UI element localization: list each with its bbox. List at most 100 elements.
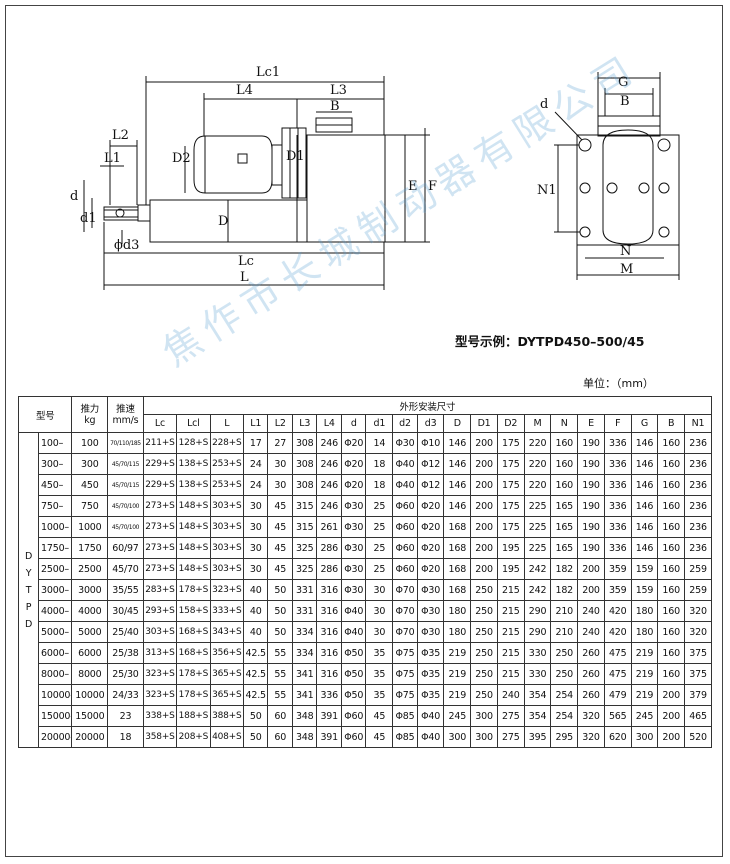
dim-cell: 388+S xyxy=(209,705,244,727)
header-dim: d2 xyxy=(392,414,418,433)
dim-cell: 303+S xyxy=(209,537,244,559)
dim-cell: 391 xyxy=(316,726,342,748)
dim-cell: 188+S xyxy=(176,705,211,727)
dim-cell: 300 xyxy=(630,726,659,748)
dim-cell: 313+S xyxy=(142,642,178,664)
bolt-hole xyxy=(657,138,671,152)
dim-cell: 250 xyxy=(470,642,498,664)
dim-cell: 359 xyxy=(603,558,632,580)
dim-cell: 168 xyxy=(443,579,472,601)
dim-cell: 358+S xyxy=(142,726,178,748)
dim-cell: Φ85 xyxy=(392,705,418,727)
bolt-hole xyxy=(658,182,670,194)
dim-cell: 300 xyxy=(470,705,498,727)
dim-cell: 240 xyxy=(496,684,525,706)
dim-cell: 250 xyxy=(550,663,579,685)
header-dim: M xyxy=(523,414,552,433)
dim-cell: 195 xyxy=(496,558,525,580)
dim-cell: 259 xyxy=(684,558,712,580)
dim-cell: 160 xyxy=(657,579,686,601)
dim-cell: 250 xyxy=(470,621,498,643)
dim-cell: Φ35 xyxy=(416,684,445,706)
dim-cell: 336 xyxy=(603,537,632,559)
dim-cell: 178+S xyxy=(176,684,211,706)
dim-cell: Φ30 xyxy=(416,579,445,601)
dim-cell: 175 xyxy=(496,516,525,538)
rod-end xyxy=(103,206,139,221)
model-cell: 1000– xyxy=(38,516,73,538)
dim-cell: 17 xyxy=(242,432,269,454)
dim-cell: 215 xyxy=(496,579,525,601)
dim-cell: 236 xyxy=(684,537,712,559)
dim-cell: 35 xyxy=(365,642,394,664)
dim-cell: 336 xyxy=(603,432,632,454)
dim-cell: 220 xyxy=(523,432,552,454)
dim-cell: 190 xyxy=(577,516,605,538)
dim-cell: 320 xyxy=(684,600,712,622)
dim-cell: Φ40 xyxy=(340,621,367,643)
header-model: 型号 xyxy=(17,396,73,433)
dim-cell: 219 xyxy=(443,684,472,706)
dim-cell: 200 xyxy=(470,474,498,496)
force-cell: 450 xyxy=(71,474,109,496)
dim-cell: 225 xyxy=(523,537,552,559)
dim-cell: 160 xyxy=(657,600,686,622)
dim-cell: 316 xyxy=(316,663,342,685)
dim-cell: 475 xyxy=(603,642,632,664)
header-dim: L4 xyxy=(316,414,342,433)
dim-cell: Φ30 xyxy=(340,495,367,517)
dim-cell: 42.5 xyxy=(242,684,269,706)
header-dim: N1 xyxy=(684,414,712,433)
header-dim: E xyxy=(577,414,605,433)
dim-cell: 45 xyxy=(267,537,293,559)
label-l3: L3 xyxy=(330,83,347,98)
dim-cell: 160 xyxy=(657,453,686,475)
dim-cell: 333+S xyxy=(209,600,244,622)
dim-cell: 236 xyxy=(684,432,712,454)
bolt-hole xyxy=(658,226,670,238)
dim-cell: 250 xyxy=(470,684,498,706)
dim-cell: 315 xyxy=(291,516,318,538)
speed-cell: 25/40 xyxy=(107,621,144,643)
dim-cell: 168+S xyxy=(176,621,211,643)
dim-cell: 336 xyxy=(603,516,632,538)
dim-cell: 178+S xyxy=(176,579,211,601)
dim-cell: 168 xyxy=(443,537,472,559)
label-l1: L1 xyxy=(104,151,121,166)
dim-cell: 320 xyxy=(577,705,605,727)
bolt-hole xyxy=(638,182,650,194)
speed-cell: 25/38 xyxy=(107,642,144,664)
dim-cell: Φ40 xyxy=(392,453,418,475)
dim-cell: Φ60 xyxy=(392,516,418,538)
dim-cell: 236 xyxy=(684,453,712,475)
model-cell: 5000– xyxy=(38,621,73,643)
dim-cell: 273+S xyxy=(142,537,178,559)
page-frame xyxy=(5,5,723,857)
dim-cell: 273+S xyxy=(142,495,178,517)
dim-cell: 45 xyxy=(365,726,394,748)
dim-cell: 50 xyxy=(267,600,293,622)
dim-cell: 30 xyxy=(365,579,394,601)
dim-cell: 236 xyxy=(684,495,712,517)
dim-cell: 42.5 xyxy=(242,663,269,685)
dim-cell: 30 xyxy=(365,600,394,622)
dim-cell: 148+S xyxy=(176,558,211,580)
dim-cell: 215 xyxy=(496,600,525,622)
dim-cell: Φ12 xyxy=(416,453,445,475)
label-lc: Lc xyxy=(238,254,254,269)
header-dim: G xyxy=(630,414,659,433)
dim-cell: 190 xyxy=(577,453,605,475)
header-dim: L2 xyxy=(267,414,293,433)
dim-cell: 159 xyxy=(630,558,659,580)
dim-cell: 408+S xyxy=(209,726,244,748)
dim-cell: 303+S xyxy=(209,558,244,580)
dim-cell: Φ12 xyxy=(416,474,445,496)
dim-cell: 160 xyxy=(657,495,686,517)
dim-cell: 190 xyxy=(577,537,605,559)
dim-cell: Φ20 xyxy=(416,558,445,580)
dim-cell: 45 xyxy=(267,558,293,580)
